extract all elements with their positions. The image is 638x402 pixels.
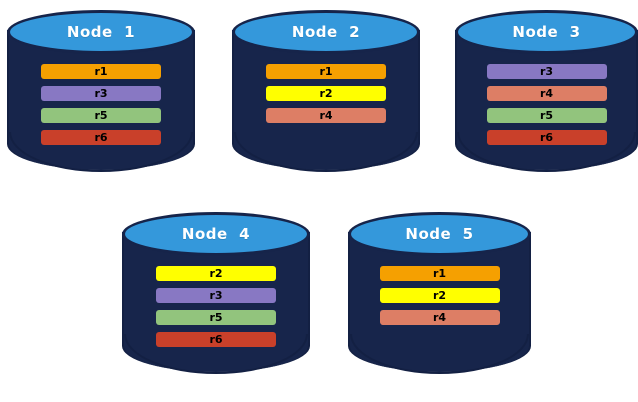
record-label: r6 (94, 131, 108, 144)
record-label: r4 (319, 109, 333, 122)
record-label: r2 (209, 267, 223, 280)
record-label: r5 (94, 109, 108, 122)
record-bar-r4[interactable]: r4 (266, 108, 386, 123)
node-label: Node 3 (512, 23, 581, 41)
cylinder-top-ellipse: Node 5 (348, 212, 531, 256)
record-bar-r1[interactable]: r1 (266, 64, 386, 79)
record-bar-r5[interactable]: r5 (41, 108, 161, 123)
record-list: r1 r2 r4 (348, 266, 531, 325)
record-label: r4 (539, 87, 554, 100)
record-bar-r6[interactable]: r6 (486, 130, 607, 145)
record-bar-r1[interactable]: r1 (41, 64, 161, 79)
record-bar-r2[interactable]: r2 (156, 266, 276, 281)
record-label: r1 (94, 65, 108, 78)
node-label: Node 4 (181, 225, 251, 243)
record-label: r3 (209, 289, 223, 302)
cylinder-top-ellipse: Node 3 (455, 10, 638, 54)
record-label: r2 (319, 87, 333, 100)
record-bar-r1[interactable]: r1 (379, 266, 500, 281)
record-bar-r6[interactable]: r6 (41, 130, 161, 145)
node-cylinder-3[interactable]: r3 r4 r5 r6 Node 3 (455, 10, 638, 188)
record-label: r1 (319, 65, 333, 78)
record-bar-r2[interactable]: r2 (379, 288, 500, 303)
cylinder-bottom-ellipse (350, 334, 529, 374)
record-bar-r6[interactable]: r6 (156, 332, 276, 347)
record-list: r3 r4 r5 r6 (455, 64, 638, 145)
record-bar-r5[interactable]: r5 (156, 310, 276, 325)
record-label: r6 (209, 333, 223, 346)
record-label: r6 (539, 131, 554, 144)
node-cylinder-4[interactable]: r2 r3 r5 r6 Node 4 (122, 212, 310, 390)
record-list: r1 r2 r4 (232, 64, 420, 123)
record-bar-r3[interactable]: r3 (486, 64, 607, 79)
cylinder-top-ellipse: Node 4 (122, 212, 310, 256)
record-list: r1 r3 r5 r6 (7, 64, 195, 145)
record-label: r1 (432, 267, 447, 280)
cylinder-top-ellipse: Node 1 (7, 10, 195, 54)
node-cylinder-5[interactable]: r1 r2 r4 Node 5 (348, 212, 531, 390)
record-bar-r3[interactable]: r3 (41, 86, 161, 101)
cylinder-top-ellipse: Node 2 (232, 10, 420, 54)
record-label: r4 (432, 311, 447, 324)
record-list: r2 r3 r5 r6 (122, 266, 310, 347)
node-label: Node 1 (66, 23, 136, 41)
record-label: r5 (209, 311, 223, 324)
record-label: r3 (539, 65, 554, 78)
record-bar-r4[interactable]: r4 (379, 310, 500, 325)
node-cylinder-1[interactable]: r1 r3 r5 r6 Node 1 (7, 10, 195, 188)
record-label: r5 (539, 109, 554, 122)
cylinder-bottom-ellipse (234, 132, 418, 172)
record-bar-r3[interactable]: r3 (156, 288, 276, 303)
node-label: Node 2 (291, 23, 361, 41)
node-cylinder-2[interactable]: r1 r2 r4 Node 2 (232, 10, 420, 188)
node-label: Node 5 (405, 225, 474, 243)
record-bar-r5[interactable]: r5 (486, 108, 607, 123)
record-label: r2 (432, 289, 447, 302)
record-bar-r2[interactable]: r2 (266, 86, 386, 101)
record-label: r3 (94, 87, 108, 100)
record-bar-r4[interactable]: r4 (486, 86, 607, 101)
